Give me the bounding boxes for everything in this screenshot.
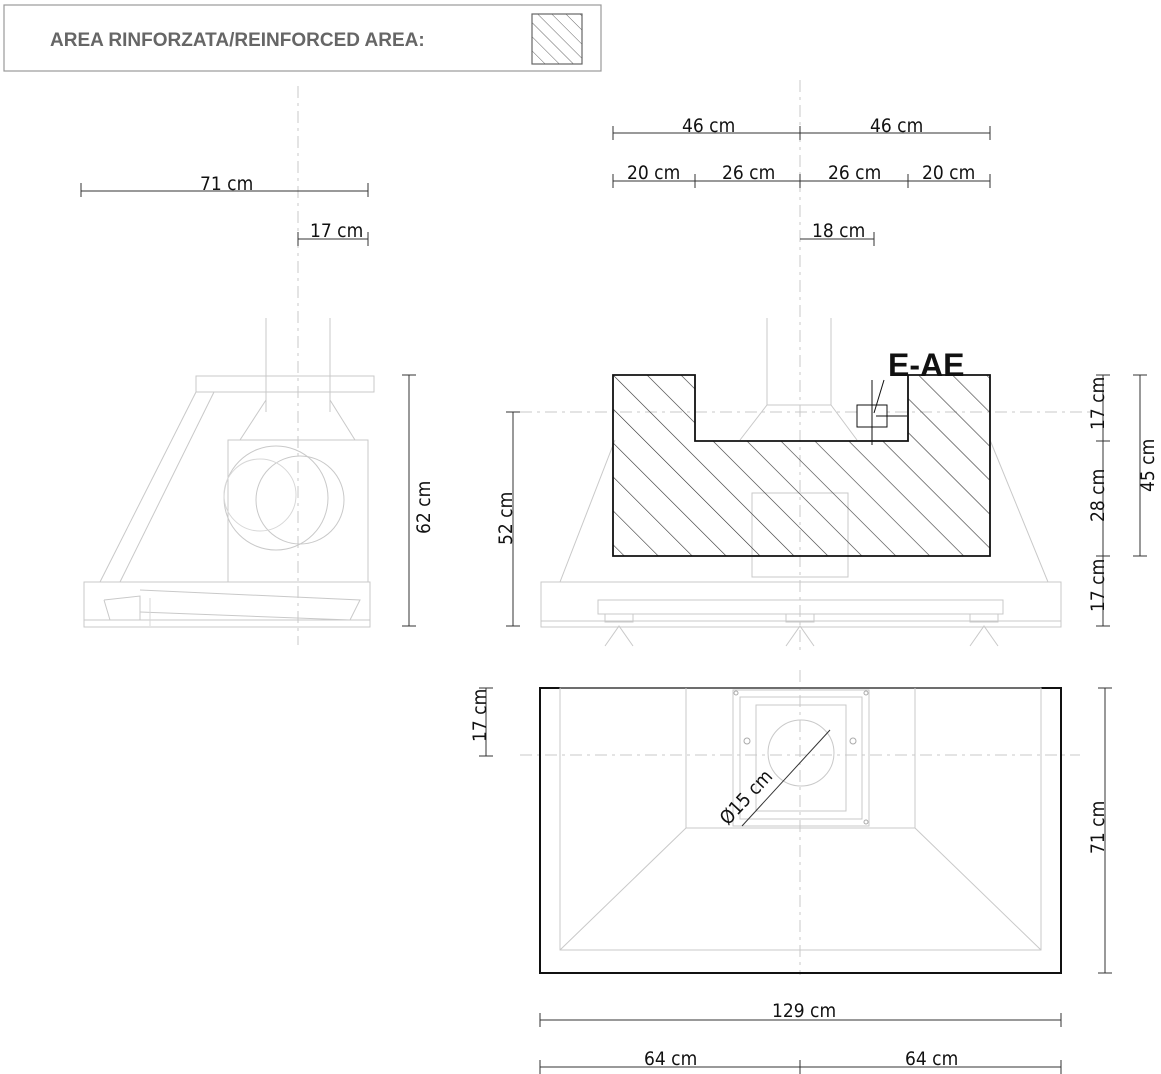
plan-half-right-dim: 64 cm [905, 1048, 958, 1070]
front-seg-4-dim: 20 cm [922, 162, 975, 184]
right-mid-dim: 28 cm [1087, 469, 1109, 522]
front-half-left-dim: 46 cm [682, 115, 735, 137]
legend-hatch-swatch [531, 13, 583, 65]
plan-offset-dim: 17 cm [469, 689, 491, 742]
side-offset-dim: 17 cm [310, 220, 363, 242]
plan-half-left-dim: 64 cm [644, 1048, 697, 1070]
plan-width-dim: 129 cm [772, 1000, 836, 1022]
plan-depth-dim: 71 cm [1087, 801, 1109, 854]
right-total-dim: 45 cm [1137, 439, 1159, 492]
front-seg-1-dim: 20 cm [627, 162, 680, 184]
legend-box: AREA RINFORZATA/REINFORCED AREA: [3, 4, 602, 72]
right-top-dim: 17 cm [1087, 377, 1109, 430]
front-offset-dim: 18 cm [812, 220, 865, 242]
side-height-dim: 62 cm [413, 481, 435, 534]
plan-view: Ø15 cm 17 cm 71 cm 129 cm 64 cm 64 cm [469, 670, 1112, 1074]
front-height-dim: 52 cm [495, 492, 517, 545]
front-seg-2-dim: 26 cm [722, 162, 775, 184]
right-bottom-dim: 17 cm [1087, 559, 1109, 612]
side-width-dim: 71 cm [200, 173, 253, 195]
code-label: E-AE [888, 347, 964, 383]
front-view: E-AE 46 cm 46 cm 20 cm 26 cm 26 cm 20 cm… [495, 80, 1159, 650]
reinforced-area [612, 374, 991, 557]
front-half-right-dim: 46 cm [870, 115, 923, 137]
legend-label: AREA RINFORZATA/REINFORCED AREA: [50, 30, 425, 51]
front-seg-3-dim: 26 cm [828, 162, 881, 184]
side-view: 71 cm 17 cm 62 cm [80, 86, 435, 645]
